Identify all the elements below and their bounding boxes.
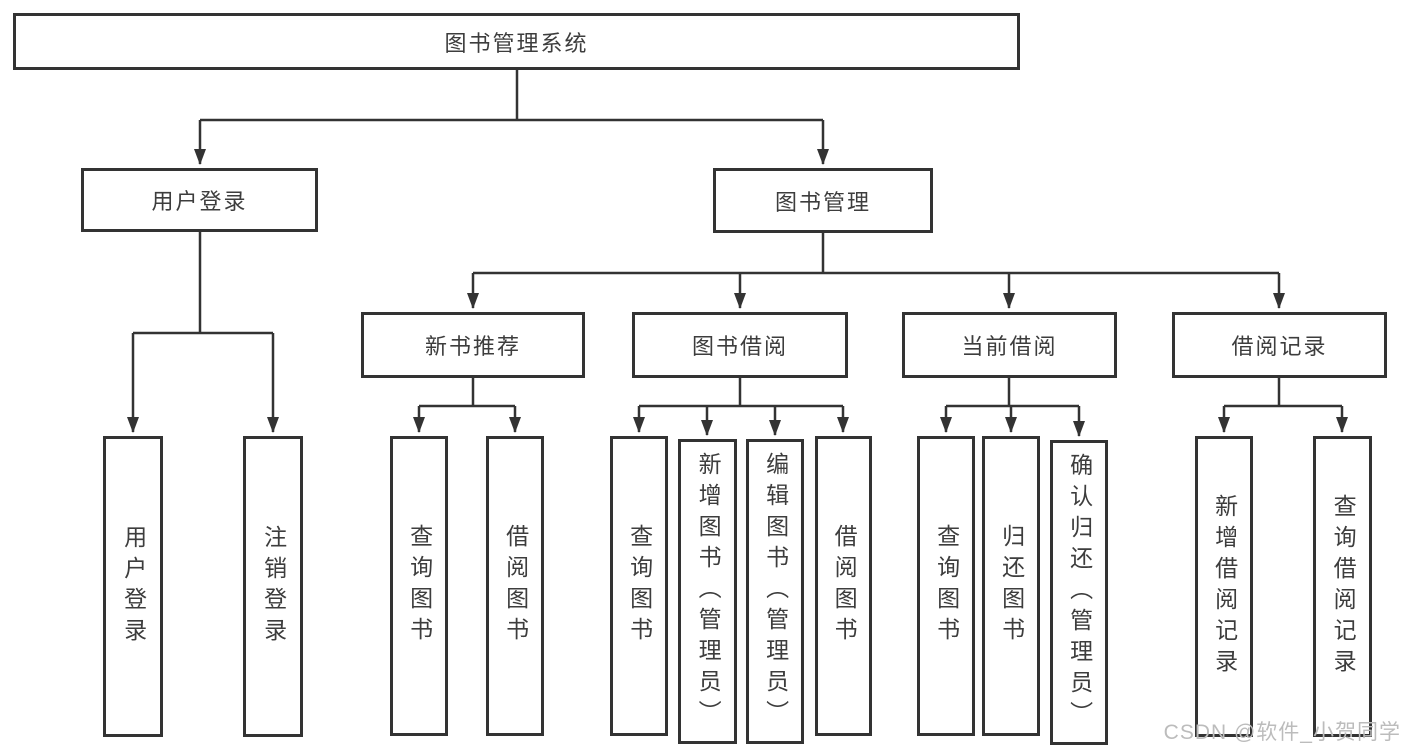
leaf-newbook-borrow-label: 借阅图书 (502, 524, 529, 648)
leaf-record-query-label: 查询借阅记录 (1330, 493, 1357, 680)
connector-current-borrow (946, 378, 1079, 408)
leaf-logout-label: 注销登录 (260, 524, 287, 649)
connector-new-book (419, 378, 515, 408)
leaf-user-login-label: 用户登录 (120, 524, 147, 649)
node-user-login-label: 用户登录 (151, 189, 248, 214)
leaf-record-query: 查询借阅记录 (1313, 436, 1372, 737)
node-book-management: 图书管理 (713, 168, 933, 233)
connector-user-login (133, 232, 273, 335)
leaf-borrow-book: 借阅图书 (815, 436, 872, 736)
node-book-borrow-label: 图书借阅 (691, 334, 788, 359)
node-new-book-recommend-label: 新书推荐 (424, 334, 521, 359)
node-root: 图书管理系统 (13, 13, 1020, 70)
csdn-watermark: CSDN @软件_小贺同学 (1163, 721, 1401, 744)
leaf-logout: 注销登录 (243, 436, 303, 737)
leaf-newbook-borrow: 借阅图书 (486, 436, 544, 736)
connector-book-borrow (639, 378, 843, 408)
leaf-record-add-label: 新增借阅记录 (1211, 493, 1238, 680)
node-user-login: 用户登录 (81, 168, 318, 232)
connector-borrow-record (1224, 378, 1342, 408)
node-book-borrow: 图书借阅 (632, 312, 848, 378)
leaf-return-book-label: 归还图书 (998, 524, 1025, 648)
leaf-current-query: 查询图书 (917, 436, 975, 736)
node-root-label: 图书管理系统 (444, 30, 589, 56)
connector-root (200, 70, 823, 122)
leaf-borrow-book-label: 借阅图书 (831, 524, 858, 648)
leaf-newbook-query-label: 查询图书 (406, 524, 433, 648)
node-current-borrow-label: 当前借阅 (961, 334, 1058, 359)
node-current-borrow: 当前借阅 (902, 312, 1117, 378)
leaf-borrow-edit-admin: 编辑图书（管理员） (746, 439, 804, 744)
leaf-borrow-query: 查询图书 (610, 436, 668, 736)
node-book-management-label: 图书管理 (774, 189, 871, 215)
leaf-borrow-edit-admin-label: 编辑图书（管理员） (762, 452, 789, 731)
leaf-confirm-return-admin-label: 确认归还（管理员） (1066, 453, 1093, 732)
leaf-record-add: 新增借阅记录 (1195, 436, 1253, 737)
leaf-current-query-label: 查询图书 (933, 524, 960, 648)
connector-book-management (473, 233, 1279, 275)
leaf-borrow-add-admin-label: 新增图书（管理员） (695, 452, 722, 731)
leaf-borrow-add-admin: 新增图书（管理员） (678, 439, 737, 744)
leaf-confirm-return-admin: 确认归还（管理员） (1050, 440, 1108, 745)
node-borrow-record: 借阅记录 (1172, 312, 1387, 378)
node-borrow-record-label: 借阅记录 (1231, 334, 1328, 359)
leaf-return-book: 归还图书 (982, 436, 1040, 736)
leaf-newbook-query: 查询图书 (390, 436, 448, 736)
node-new-book-recommend: 新书推荐 (361, 312, 585, 378)
leaf-user-login: 用户登录 (103, 436, 163, 737)
leaf-borrow-query-label: 查询图书 (626, 524, 653, 648)
